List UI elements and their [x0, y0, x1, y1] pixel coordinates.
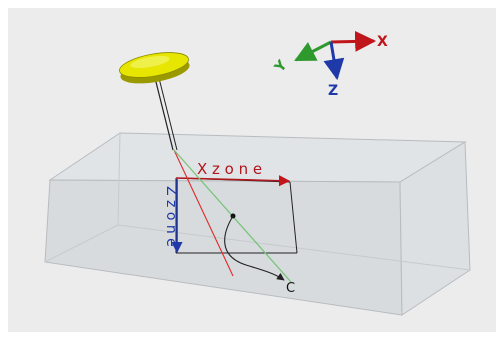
axis-z-label: Z — [328, 83, 338, 99]
box-hidden-edge-1 — [117, 132, 121, 226]
axis-x-label: X — [377, 34, 388, 50]
red-line — [173, 149, 234, 277]
axis-y-arrow — [294, 40, 332, 62]
zone-box — [44, 132, 471, 316]
probe-stem-edge — [158, 77, 178, 151]
zone-x-arrow — [175, 175, 291, 187]
yellow-disc — [119, 52, 190, 84]
axis-z-arrow — [323, 41, 345, 81]
probe-stem — [154, 77, 174, 151]
curved-arrow — [224, 215, 285, 281]
axis-x-arrow — [330, 30, 377, 52]
zone-plane-right-edge — [289, 181, 298, 254]
box-hidden-edge-2 — [44, 224, 119, 263]
point-c-label: C — [286, 281, 295, 296]
disc-highlight — [130, 55, 170, 69]
zone-x-label: X z o n e — [197, 160, 262, 178]
zone-z-label: Z z o n e — [163, 186, 179, 247]
